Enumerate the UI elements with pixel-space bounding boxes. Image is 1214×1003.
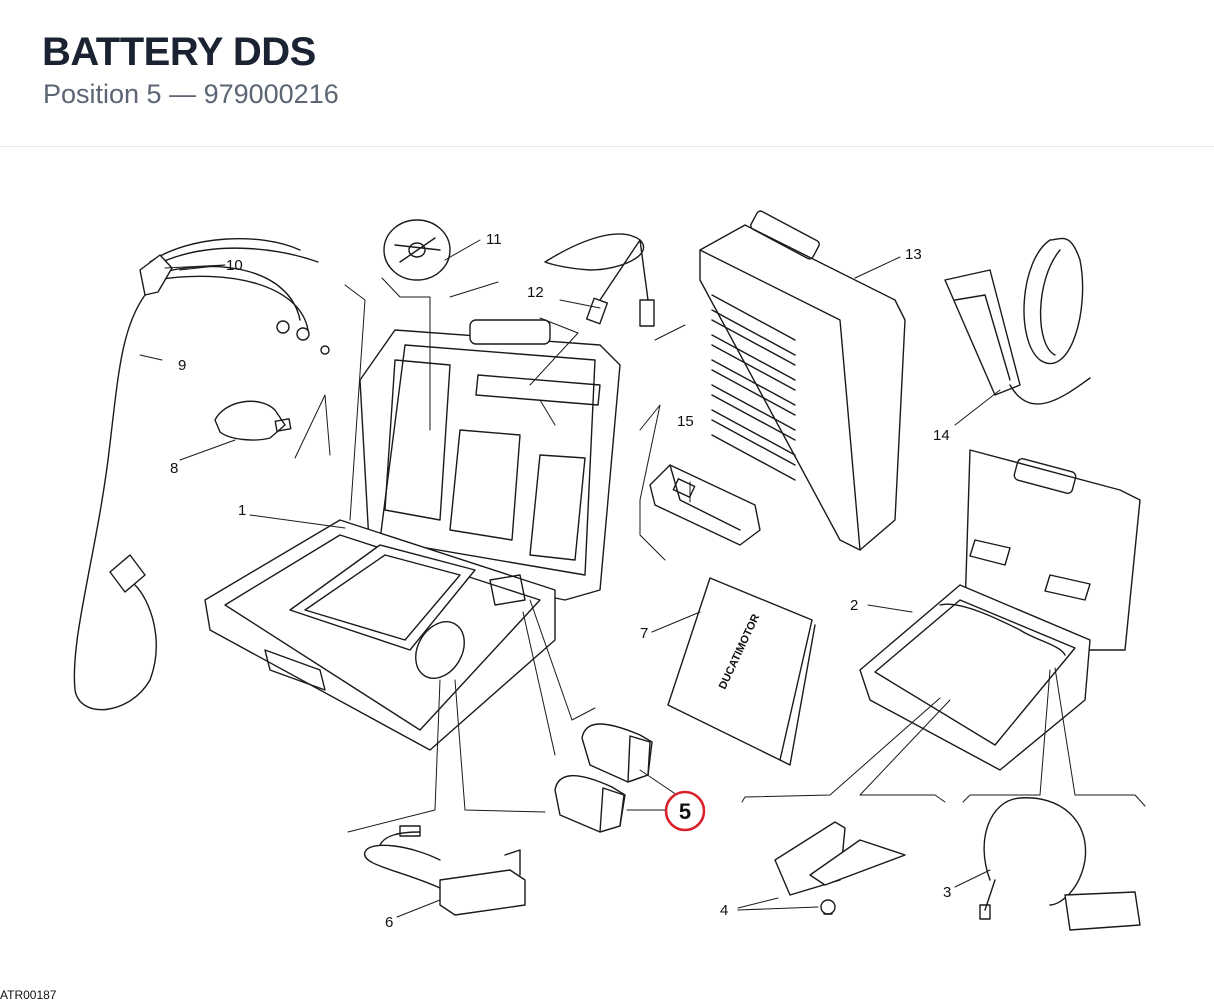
user-manual: DUCATIMOTOR (667, 577, 816, 766)
drawing-code: ATR00187 (0, 988, 57, 1002)
mounting-brackets (774, 821, 906, 915)
page-subtitle: Position 5 — 979000216 (43, 79, 339, 109)
current-clamp-probe (944, 237, 1091, 405)
diagnostic-cable (73, 238, 330, 711)
callout-11: 11 (486, 231, 502, 248)
power-adapter (364, 825, 526, 916)
callout-1: 1 (238, 502, 246, 519)
callout-10: 10 (226, 257, 243, 274)
callout-6: 6 (385, 914, 393, 931)
closed-carry-case (699, 210, 906, 551)
highlighted-callout-5[interactable]: 5 (664, 790, 706, 832)
callout-labels: 1 2 3 4 6 7 8 9 10 11 12 13 14 15 (170, 231, 951, 931)
callout-3: 3 (943, 884, 951, 901)
callout-8: 8 (170, 460, 178, 477)
usb-cable (544, 233, 655, 327)
callout-14: 14 (933, 427, 950, 444)
usb-adapter (214, 400, 292, 441)
callout-9: 9 (178, 357, 186, 374)
main-carry-case (204, 319, 621, 751)
highlight-ring (664, 790, 706, 832)
battery-charger-cradle (649, 464, 761, 546)
leader-lines (139, 239, 1146, 918)
page-title: BATTERY DDS (42, 30, 316, 74)
callout-12: 12 (527, 284, 544, 301)
callout-15: 15 (677, 413, 694, 430)
callout-2: 2 (850, 597, 858, 614)
header: BATTERY DDS Position 5 — 979000216 (0, 0, 1214, 147)
software-cd (383, 219, 451, 281)
callout-7: 7 (640, 625, 648, 642)
interface-cable (979, 797, 1141, 931)
callout-13: 13 (905, 246, 922, 263)
accessory-case (859, 449, 1141, 771)
callout-4: 4 (720, 902, 728, 919)
dds-battery-pair (554, 723, 653, 833)
callout-5-label: 5 (679, 799, 691, 824)
